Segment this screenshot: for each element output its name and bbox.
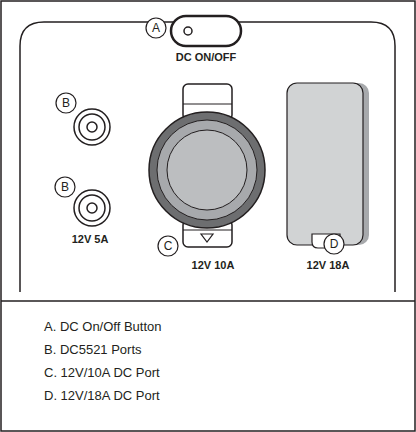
- panel-part: [287, 83, 363, 245]
- port-rating: 12V 5A: [72, 234, 109, 245]
- callout-circle: [56, 93, 76, 113]
- power-button: [171, 16, 241, 46]
- callout-letter: A: [152, 22, 160, 34]
- port-rating: 12V 10A: [192, 260, 235, 271]
- callout-letter: B: [62, 97, 70, 109]
- panel-part: [149, 112, 265, 228]
- key-item: D. 12V/18A DC Port: [44, 389, 160, 402]
- panel-part: [79, 114, 105, 140]
- high-current-port: [287, 83, 369, 248]
- panel-part: [79, 195, 105, 221]
- button-label: DC ON/OFF: [176, 52, 237, 63]
- panel-part: [183, 230, 232, 231]
- cigarette-socket: [149, 84, 265, 247]
- callout-circle: [158, 236, 178, 256]
- divider-line: [1, 300, 415, 302]
- panel-part: [201, 234, 213, 242]
- key-item: A. DC On/Off Button: [44, 320, 162, 333]
- key-item: C. 12V/10A DC Port: [44, 366, 160, 379]
- panel-part: [167, 130, 247, 210]
- callout-letter: D: [330, 238, 339, 250]
- panel-part: [74, 190, 110, 226]
- callout-circle: [55, 177, 75, 197]
- callout-circle: [146, 18, 166, 38]
- port-rating: 12V 18A: [307, 260, 350, 271]
- panel-outline: [20, 22, 395, 292]
- panel-part: [287, 83, 369, 245]
- panel-part: [183, 104, 232, 105]
- callout-letter: B: [61, 181, 69, 193]
- callout-letter: C: [164, 240, 173, 252]
- panel-part: [74, 109, 110, 145]
- button-indicator: [184, 27, 192, 35]
- panel-part: [157, 120, 257, 220]
- panel-part: [87, 203, 97, 213]
- key-item: B. DC5521 Ports: [44, 343, 142, 356]
- callout-circle: [324, 234, 344, 254]
- dc5521-port: [74, 109, 110, 145]
- panel-part: [87, 122, 97, 132]
- dc5521-port: [74, 190, 110, 226]
